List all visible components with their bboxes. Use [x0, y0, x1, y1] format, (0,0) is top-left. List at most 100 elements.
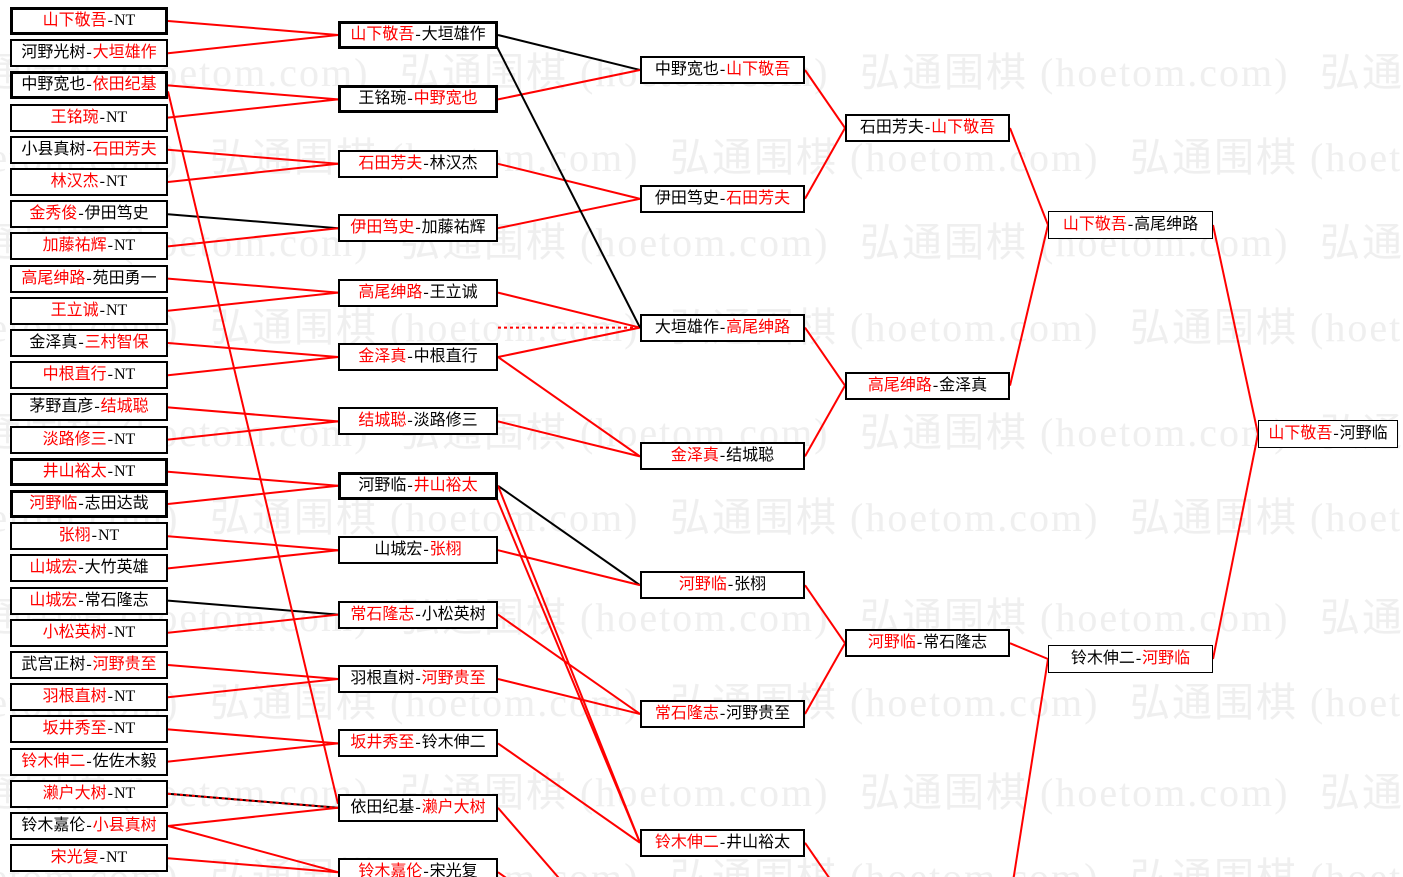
vs-separator: - — [719, 447, 726, 464]
vs-separator: - — [924, 119, 931, 136]
match-box[interactable]: 王铭琬-中野宽也 — [338, 85, 498, 113]
match-box[interactable]: 加藤祐辉-NT — [10, 232, 168, 260]
match-box[interactable]: 林汉杰-NT — [10, 168, 168, 196]
match-box[interactable]: 铃木伸二-井山裕太 — [640, 829, 805, 857]
match-box[interactable]: 山城宏-常石隆志 — [10, 587, 168, 615]
match-box[interactable]: 山下敬吾-大垣雄作 — [338, 21, 498, 49]
match-box[interactable]: 山城宏-张栩 — [338, 536, 498, 564]
match-box[interactable]: 中野宽也-山下敬吾 — [640, 56, 805, 84]
match-box[interactable]: 河野临-井山裕太 — [338, 472, 498, 500]
match-box[interactable]: 武宫正树-河野贵至 — [10, 651, 168, 679]
match-box[interactable]: 淡路修三-NT — [10, 426, 168, 454]
player-right: 高尾绅路 — [1134, 216, 1199, 233]
player-left: 河野临 — [678, 576, 727, 593]
player-left: 山城宏 — [29, 592, 78, 609]
match-box[interactable]: 铃木伸二-河野临 — [1048, 645, 1213, 673]
player-left: 山下敬吾 — [1062, 216, 1127, 233]
player-right: 石田芳夫 — [726, 190, 791, 207]
match-box[interactable]: 金秀俊-伊田笃史 — [10, 200, 168, 228]
match-box[interactable]: 王立诚-NT — [10, 297, 168, 325]
player-left: 河野临 — [867, 634, 916, 651]
match-box[interactable]: 坂井秀至-NT — [10, 715, 168, 743]
match-box[interactable]: 大垣雄作-高尾绅路 — [640, 314, 805, 342]
match-box[interactable]: 铃木嘉伦-小县真树 — [10, 812, 168, 840]
vs-separator: - — [78, 559, 84, 576]
player-right: 河野临 — [1142, 650, 1191, 667]
player-right: NT — [106, 109, 128, 126]
player-right: 大竹英雄 — [84, 559, 149, 576]
player-left: 河野临 — [358, 477, 407, 494]
vs-separator: - — [99, 109, 105, 126]
player-left: 羽根直树 — [350, 670, 415, 687]
player-left: 金泽真 — [670, 447, 719, 464]
player-left: 淡路修三 — [42, 431, 107, 448]
match-box[interactable]: 常石隆志-小松英树 — [338, 601, 498, 629]
match-box[interactable]: 宋光复-NT — [10, 844, 168, 872]
player-left: 高尾绅路 — [21, 270, 86, 287]
match-box[interactable]: 高尾绅路-王立诚 — [338, 279, 498, 307]
match-box[interactable]: 石田芳夫-林汉杰 — [338, 150, 498, 178]
player-left: 高尾绅路 — [867, 377, 932, 394]
player-left: 林汉杰 — [50, 173, 99, 190]
player-left: 茅野直彦 — [29, 398, 94, 415]
match-box[interactable]: 伊田笃史-加藤祐辉 — [338, 214, 498, 242]
match-box[interactable]: 坂井秀至-铃木伸二 — [338, 729, 498, 757]
match-box[interactable]: 铃木伸二-佐佐木毅 — [10, 748, 168, 776]
player-right: NT — [98, 527, 120, 544]
vs-separator: - — [78, 495, 84, 512]
vs-separator: - — [415, 670, 421, 687]
player-right: 宋光复 — [429, 863, 478, 877]
match-box[interactable]: 山下敬吾-NT — [10, 7, 168, 35]
player-left: 张栩 — [58, 527, 91, 544]
match-box[interactable]: 河野临-志田达哉 — [10, 490, 168, 518]
vs-separator: - — [423, 541, 429, 558]
match-box[interactable]: 金泽真-中根直行 — [338, 343, 498, 371]
match-box[interactable]: 茅野直彦-结城聪 — [10, 393, 168, 421]
match-box[interactable]: 金泽真-结城聪 — [640, 442, 805, 470]
player-right: 三村智保 — [84, 334, 149, 351]
match-box[interactable]: 高尾绅路-苑田勇一 — [10, 265, 168, 293]
player-right: NT — [114, 785, 136, 802]
match-box[interactable]: 井山裕太-NT — [10, 458, 168, 486]
match-box[interactable]: 常石隆志-河野贵至 — [640, 700, 805, 728]
player-left: 加藤祐辉 — [42, 237, 107, 254]
match-box[interactable]: 铃木嘉伦-宋光复 — [338, 858, 498, 877]
match-box[interactable]: 中根直行-NT — [10, 361, 168, 389]
player-right: 山下敬吾 — [931, 119, 996, 136]
match-box[interactable]: 伊田笃史-石田芳夫 — [640, 185, 805, 213]
vs-separator: - — [94, 398, 100, 415]
player-left: 河野临 — [29, 495, 78, 512]
vs-separator: - — [78, 592, 84, 609]
match-box[interactable]: 河野临-张栩 — [640, 571, 805, 599]
vs-separator: - — [99, 302, 105, 319]
match-box[interactable]: 中野宽也-依田纪基 — [10, 71, 168, 99]
match-box[interactable]: 羽根直树-NT — [10, 683, 168, 711]
match-box[interactable]: 结城聪-淡路修三 — [338, 407, 498, 435]
match-box[interactable]: 濑户大树-NT — [10, 780, 168, 808]
match-box[interactable]: 山下敬吾-高尾绅路 — [1048, 211, 1213, 239]
match-box[interactable]: 石田芳夫-山下敬吾 — [845, 114, 1010, 142]
player-left: 铃木伸二 — [654, 834, 719, 851]
match-box[interactable]: 王铭琬-NT — [10, 104, 168, 132]
vs-separator: - — [727, 576, 734, 593]
player-right: 河野贵至 — [92, 656, 157, 673]
match-box[interactable]: 金泽真-三村智保 — [10, 329, 168, 357]
match-box[interactable]: 河野临-常石隆志 — [845, 629, 1010, 657]
vs-separator: - — [1135, 650, 1142, 667]
match-box[interactable]: 河野光树-大垣雄作 — [10, 39, 168, 67]
match-box[interactable]: 张栩-NT — [10, 522, 168, 550]
player-left: 中根直行 — [42, 366, 107, 383]
match-box[interactable]: 依田纪基-濑户大树 — [338, 794, 498, 822]
match-box[interactable]: 山下敬吾-河野临 — [1258, 420, 1398, 448]
match-box[interactable]: 山城宏-大竹英雄 — [10, 554, 168, 582]
match-box[interactable]: 小县真树-石田芳夫 — [10, 136, 168, 164]
vs-separator: - — [86, 44, 92, 61]
match-box[interactable]: 高尾绅路-金泽真 — [845, 372, 1010, 400]
match-box[interactable]: 小松英树-NT — [10, 619, 168, 647]
player-right: 依田纪基 — [92, 76, 157, 93]
vs-separator: - — [91, 527, 97, 544]
match-box[interactable]: 羽根直树-河野贵至 — [338, 665, 498, 693]
player-left: 铃木伸二 — [21, 753, 86, 770]
player-left: 小县真树 — [21, 141, 86, 158]
player-right: 铃木伸二 — [421, 734, 486, 751]
